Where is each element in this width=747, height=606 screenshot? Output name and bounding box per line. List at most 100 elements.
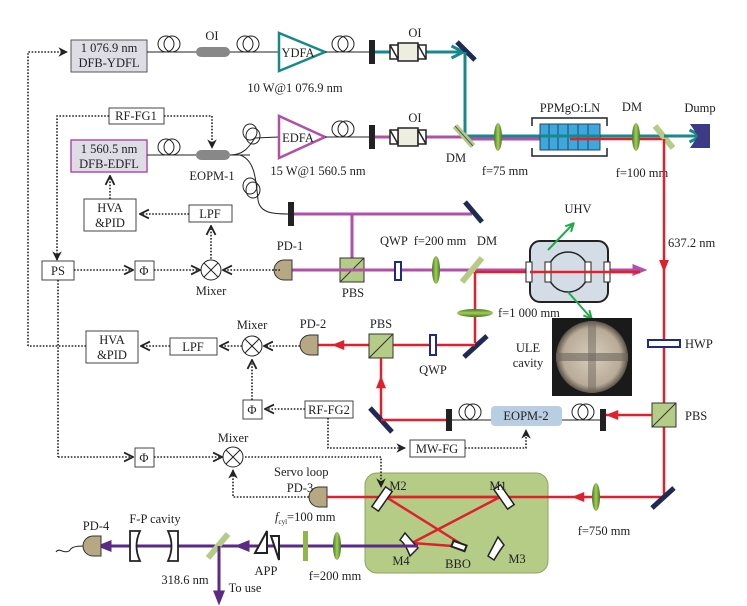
edfl-name: DFB-EDFL — [79, 157, 139, 171]
fiber-coil-icon — [571, 403, 595, 421]
fiber-coil-icon — [458, 403, 482, 421]
steering-mirror — [462, 334, 489, 359]
lens-f200-bottom — [333, 532, 341, 560]
fiber-collimator — [446, 409, 452, 431]
hva-pid-1-line2: &PID — [95, 216, 125, 230]
fiber-collimator — [600, 409, 606, 431]
mixer-2 — [241, 335, 263, 357]
mixer-3 — [222, 446, 244, 468]
photodiode-pd3 — [308, 486, 328, 508]
mirror-m3 — [487, 535, 505, 562]
pd2-label: PD-2 — [300, 317, 326, 331]
edfa-amplifier — [277, 114, 329, 160]
ule-label-line2: cavity — [513, 356, 544, 370]
optical-isolator-icon — [389, 127, 427, 147]
m2-label: M2 — [389, 479, 406, 493]
pbs-label-right: PBS — [685, 409, 707, 423]
fiber-collimator — [369, 40, 375, 64]
eopm1-label: EOPM-1 — [189, 169, 234, 183]
hva-pid-2-line1: HVA — [99, 333, 124, 347]
lens-f750 — [592, 483, 600, 511]
lens-f200-bottom-label: f=200 mm — [309, 569, 362, 583]
anamorphic-prism-pair — [253, 530, 280, 561]
steering-mirror — [463, 200, 484, 224]
fp-cavity — [129, 530, 179, 562]
hva2-to-ydfl-signal — [27, 47, 68, 346]
mirror-m2 — [370, 485, 394, 513]
pd1-label: PD-1 — [277, 239, 303, 253]
to-use-label: To use — [229, 581, 262, 595]
pbs-label-2: PBS — [370, 317, 392, 331]
hwp-label: HWP — [685, 337, 713, 351]
pd4-label: PD-4 — [83, 519, 110, 533]
free-isolator-mid-label: OI — [408, 111, 421, 125]
fiber-coil-icon — [157, 138, 181, 156]
lpf-1-label: LPF — [199, 207, 221, 221]
fiber-coil-icon — [331, 120, 355, 138]
m4-label: M4 — [392, 554, 410, 568]
eopm1-modulator — [196, 150, 230, 160]
edfa-label: EDFA — [282, 131, 314, 145]
bbo-label: BBO — [445, 557, 471, 571]
beam-dump — [690, 124, 710, 148]
rf-fg2-to-mwfg-signal — [327, 418, 406, 453]
ydfa-amplifier — [277, 31, 329, 73]
lens-f750-label: f=750 mm — [578, 524, 631, 538]
mixer-1 — [200, 259, 222, 281]
servo-loop-label: Servo loop — [274, 465, 329, 479]
fiber-coil-icon — [242, 177, 261, 199]
lens-f75-label: f=75 mm — [482, 164, 529, 178]
pbs-label-1: PBS — [342, 286, 364, 300]
ydfl-wavelength: 1 076.9 nm — [81, 41, 138, 55]
fiber-coil-icon — [236, 35, 260, 53]
dichroic-mirror — [459, 256, 485, 284]
rf-fg1-to-ps-signal — [52, 115, 109, 261]
photodiode-pd2 — [299, 334, 319, 356]
eopm1-to-edfa-fiber — [229, 136, 280, 156]
edfl-source-box — [70, 139, 148, 173]
hva-pid-1-box — [83, 198, 137, 232]
mwfg-to-eopm2-signal — [465, 429, 531, 449]
m3-label: M3 — [508, 552, 525, 566]
pd4-cable — [55, 545, 84, 553]
mixer-3-label: Mixer — [218, 431, 249, 445]
pd3-label: PD-3 — [287, 481, 313, 495]
fiber-isolator — [196, 47, 230, 57]
ydfl-name: DFB-YDFL — [78, 56, 139, 70]
photodiode-pd1 — [273, 259, 293, 281]
mw-fg-label: MW-FG — [416, 442, 458, 456]
phase-label-2: Φ — [247, 403, 256, 417]
fiber-coil-icon — [157, 35, 181, 53]
half-wave-plate — [647, 339, 681, 348]
mixer-1-label: Mixer — [196, 284, 227, 298]
lens-f75 — [494, 123, 502, 151]
ule-cavity-photo — [552, 318, 632, 396]
dump-label: Dump — [684, 101, 715, 115]
tap-fiber-to-pd1 — [239, 154, 289, 215]
free-isolator-top-label: OI — [408, 26, 421, 40]
ps-label: PS — [51, 264, 65, 278]
hva-pid-2-box — [85, 330, 139, 364]
hva-pid-1-line1: HVA — [97, 201, 122, 215]
photodiode-pd4 — [82, 535, 102, 557]
uhv-label: UHV — [564, 202, 591, 216]
fiber-coil-icon — [331, 35, 355, 53]
dm-label-2: DM — [622, 100, 642, 114]
rf-fg1-to-eopm1-signal — [164, 115, 217, 149]
eopm2-label: EOPM-2 — [503, 409, 548, 423]
mixer3-to-m2-servo-signal — [245, 456, 386, 488]
dm-label-3: DM — [477, 234, 497, 248]
ydfa-label: YDFA — [281, 46, 314, 60]
pd3-to-mixer3-signal — [228, 469, 312, 498]
mirror-m1 — [492, 483, 516, 511]
crystal-label: PPMgO:LN — [540, 101, 600, 115]
lens-f100 — [632, 123, 640, 151]
quarter-wave-plate-1 — [394, 261, 402, 281]
qwp-label-2: QWP — [419, 363, 447, 377]
uhv-pointer-arrow — [547, 224, 573, 251]
lens-f100-label: f=100 mm — [616, 166, 669, 180]
pbs-cube-right — [651, 402, 677, 428]
fp-cavity-label: F-P cavity — [129, 512, 181, 526]
ydfa-power: 10 W@1 076.9 nm — [247, 81, 343, 95]
rf-fg1-label: RF-FG1 — [115, 109, 157, 123]
